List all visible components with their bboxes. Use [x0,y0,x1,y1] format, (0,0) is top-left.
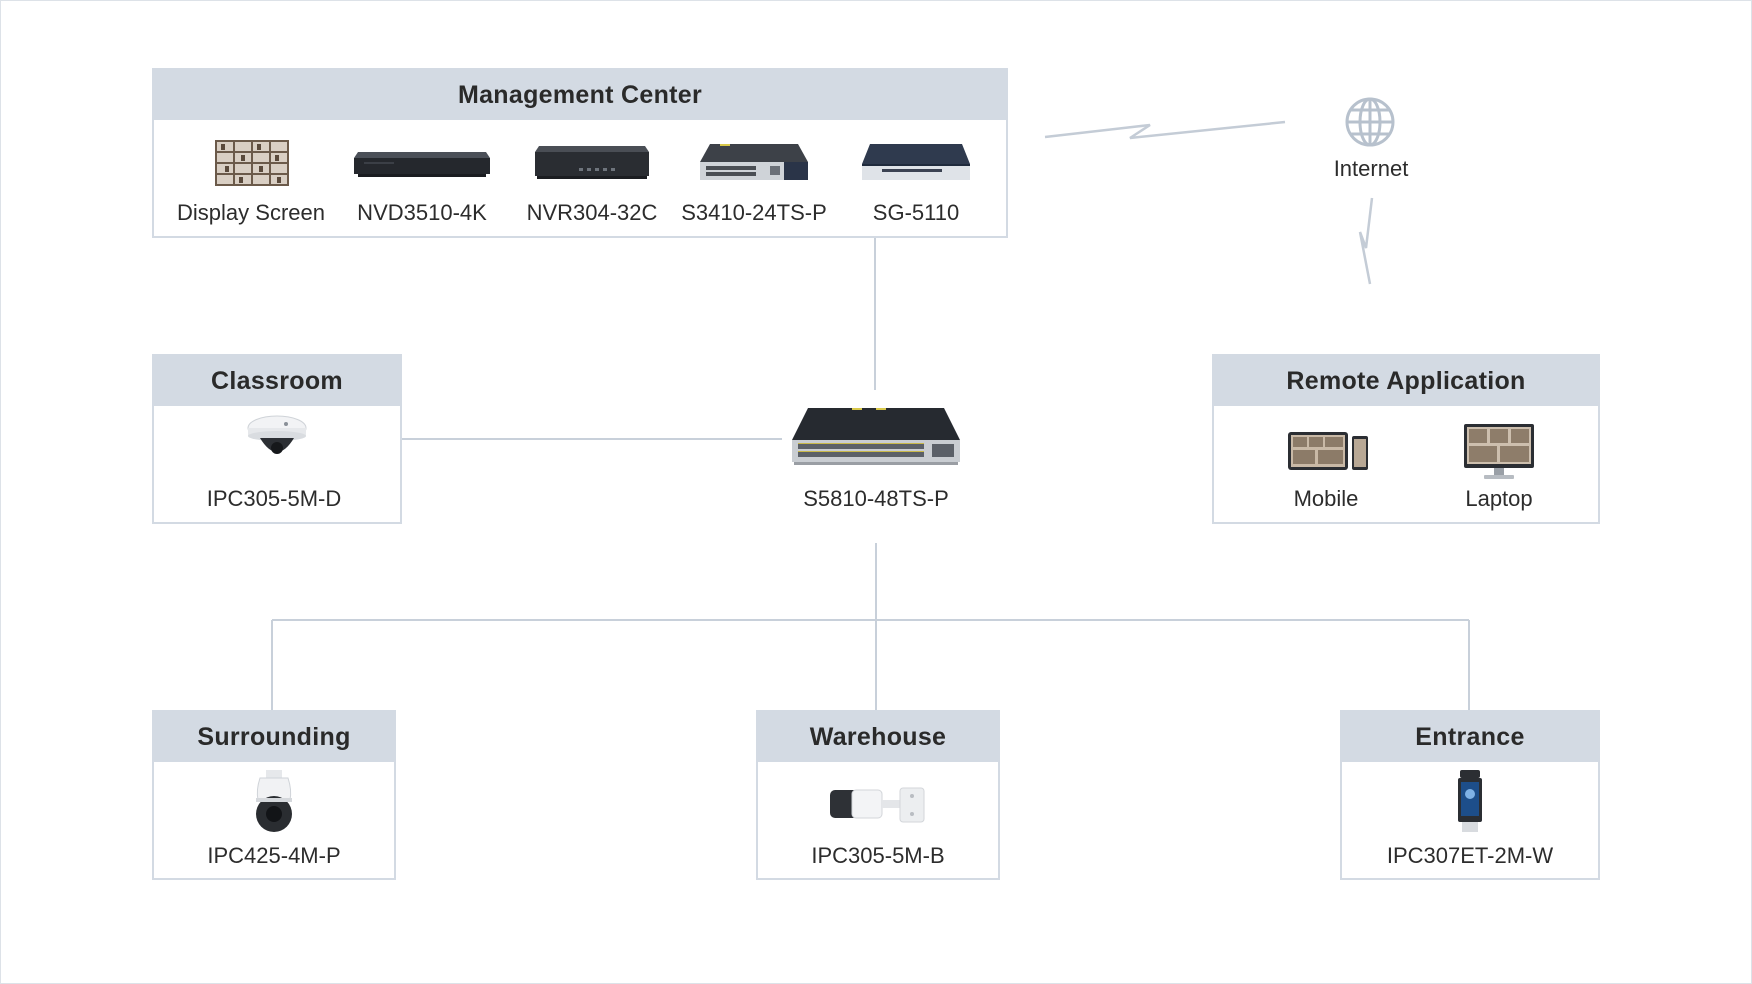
device-label-nvd3510-4k: NVD3510-4K [357,200,487,225]
device-label-nvr304-32c: NVR304-32C [526,200,658,225]
warehouse-title: Warehouse [758,712,998,762]
monitor-icon [1464,424,1534,479]
switch-icon [700,144,808,180]
surrounding-title: Surrounding [154,712,394,762]
dome-camera-icon [247,415,307,454]
face-terminal-icon [1458,770,1482,832]
device-label-laptop: Laptop [1465,486,1533,511]
bullet-camera-icon [830,787,925,823]
wireless-link-internet-remote [1358,197,1374,285]
internet-label: Internet [1333,156,1409,181]
device-label-ipc425-4m-p: IPC425-4M-P [207,843,341,868]
mobile-tablet-icon [1288,432,1368,470]
classroom-title: Classroom [154,356,400,406]
device-label-ipc305-5m-d: IPC305-5M-D [206,486,342,511]
device-label-ipc307et-2m-w: IPC307ET-2M-W [1386,843,1554,868]
ptz-camera-icon [256,770,292,832]
gateway-icon [862,144,970,180]
decoder-icon [354,152,490,177]
device-label-s3410-24ts-p: S3410-24TS-P [681,200,827,225]
globe-icon [1345,97,1395,147]
core-switch-label: S5810-48TS-P [803,486,949,511]
core-switch-icon [792,408,960,465]
device-label-sg-5110: SG-5110 [872,200,960,225]
remote-application-title: Remote Application [1214,356,1598,406]
device-label-display-screen: Display Screen [177,200,325,225]
wireless-link-management-internet [1044,120,1286,140]
entrance-title: Entrance [1342,712,1598,762]
device-label-ipc305-5m-b: IPC305-5M-B [811,843,945,868]
device-label-mobile: Mobile [1293,486,1359,511]
remote-application-panel: Remote Application [1212,354,1600,524]
display-screen-icon [215,140,289,186]
nvr-icon [535,146,649,179]
management-center-title: Management Center [154,70,1006,120]
